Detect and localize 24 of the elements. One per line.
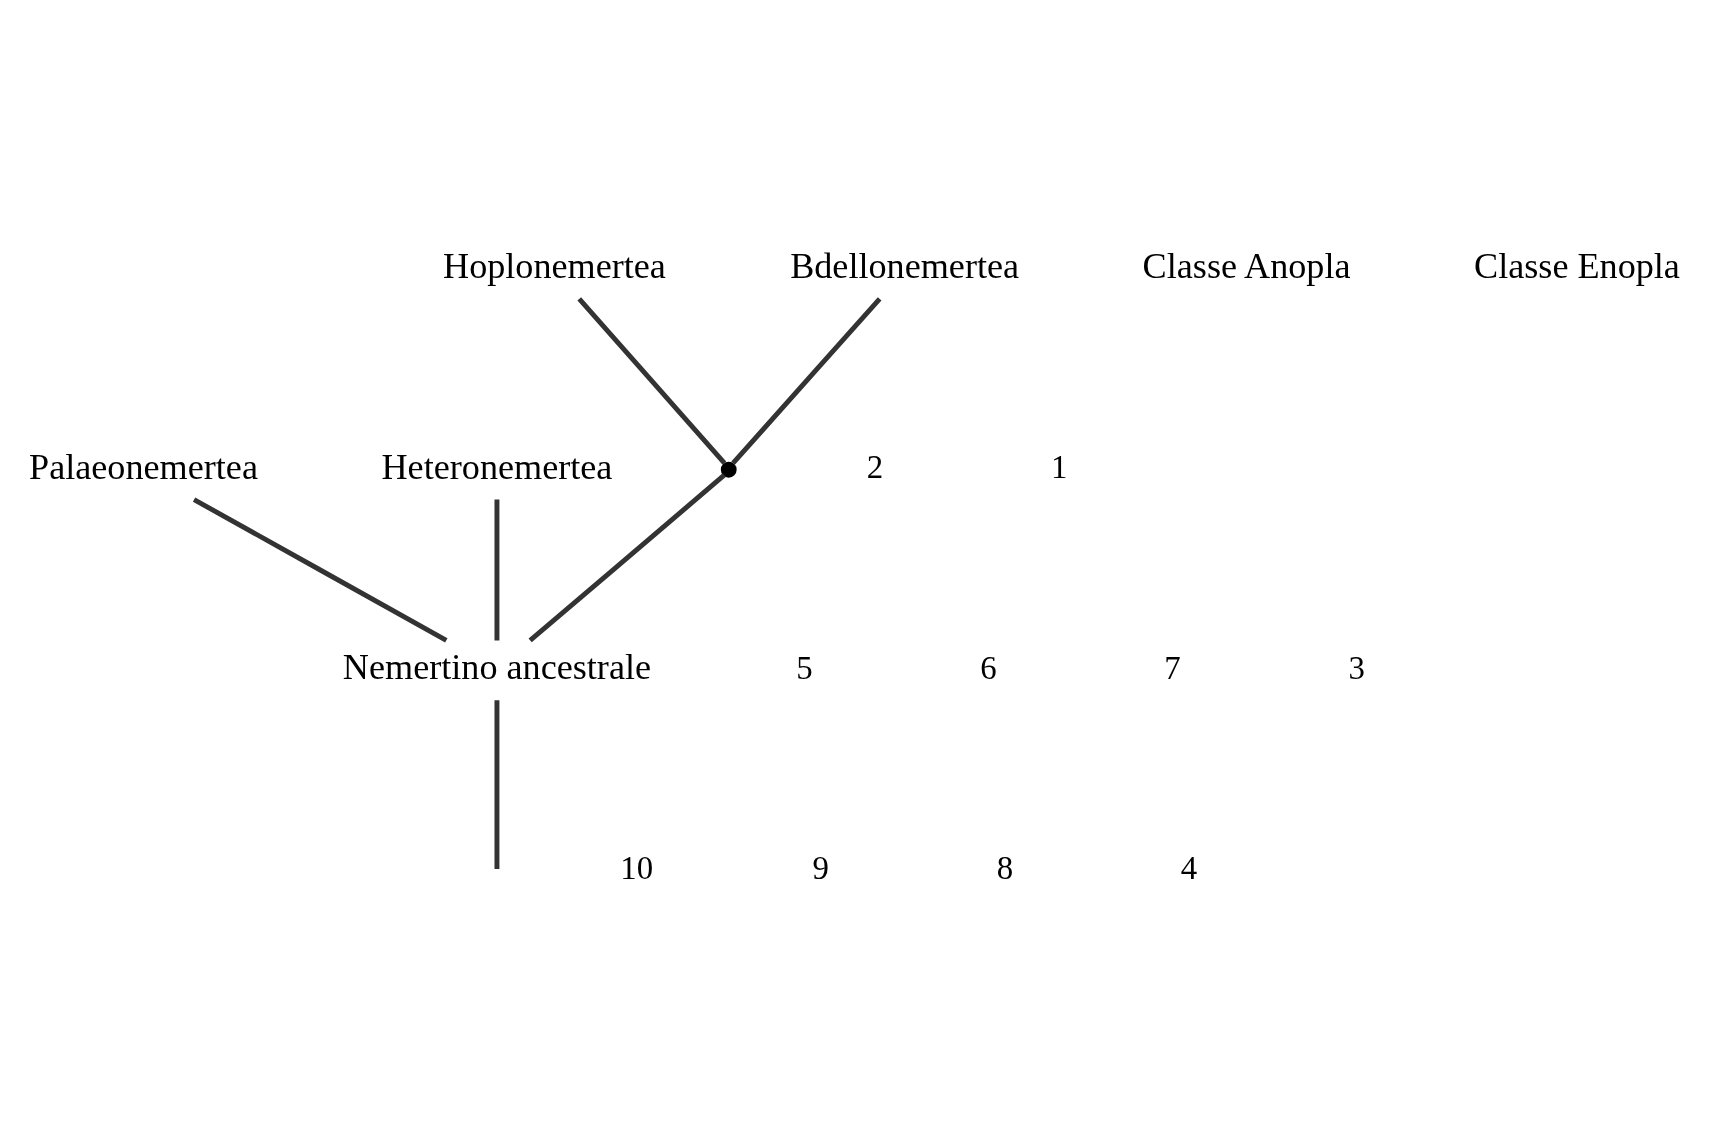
label: 5 xyxy=(796,649,813,686)
label: 1 xyxy=(1050,448,1068,485)
node-text: Bdellonemertea xyxy=(790,246,1020,287)
label: 4 xyxy=(1180,850,1198,887)
label: 6 xyxy=(980,649,997,686)
label: 3 xyxy=(1348,649,1365,686)
connector xyxy=(192,497,448,643)
label: 9 xyxy=(812,850,830,887)
connector xyxy=(494,499,500,641)
node-text: Hoplonemertea xyxy=(443,246,666,287)
connector xyxy=(494,700,500,870)
connector xyxy=(731,297,882,465)
label: 10 xyxy=(620,850,654,887)
node-point xyxy=(720,461,737,478)
node-text: Heteronemertea xyxy=(381,446,613,487)
label: 8 xyxy=(996,850,1014,887)
connector xyxy=(528,473,726,643)
label: Classe Enopla xyxy=(1474,246,1680,287)
connector xyxy=(577,297,727,465)
label: Classe Anopla xyxy=(1142,246,1351,287)
label: 2 xyxy=(866,448,884,485)
label: 7 xyxy=(1164,649,1181,686)
node-text: Nemertino ancestrale xyxy=(342,647,652,688)
node-text: Palaeonemertea xyxy=(29,446,258,487)
